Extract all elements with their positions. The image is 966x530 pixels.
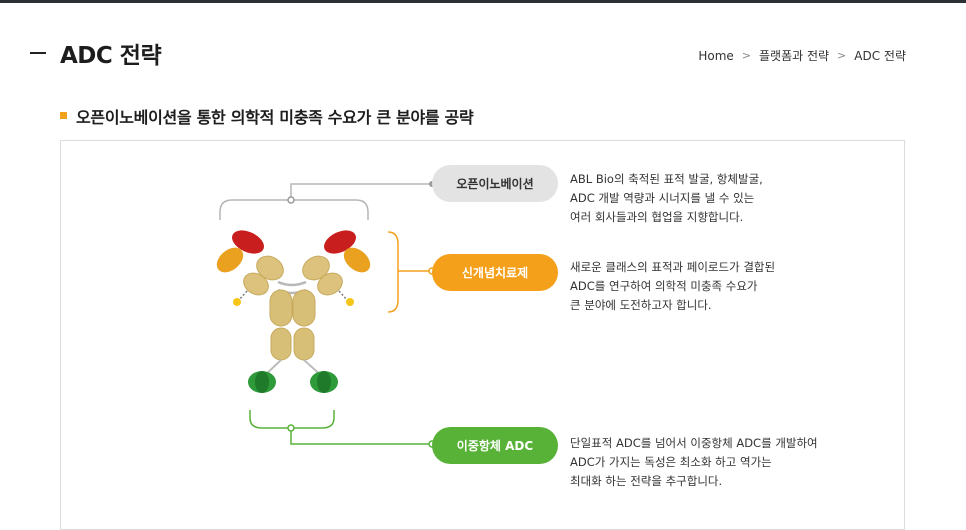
description-line: 여러 회사들과의 협업을 지향합니다. <box>570 210 744 224</box>
bispecific-adc-description: 단일표적 ADC를 넘어서 이중항체 ADC를 개발하여 ADC가 가지는 독성… <box>570 434 818 491</box>
bispecific-adc-pill: 이중항체 ADC <box>432 427 558 464</box>
square-bullet-icon <box>60 112 67 119</box>
green-bracket <box>249 410 432 445</box>
page-title: ADC 전략 <box>60 43 162 69</box>
description-line: 새로운 클래스의 표적과 페이로드가 결합된 <box>570 260 776 274</box>
open-innovation-pill: 오픈이노베이션 <box>432 165 558 202</box>
description-line: ADC 개발 역량과 시너지를 낼 수 있는 <box>570 191 755 205</box>
gray-bracket <box>219 183 432 220</box>
breadcrumb-current: ADC 전략 <box>854 49 906 63</box>
antibody-diagram <box>216 181 436 448</box>
antibody-shape <box>216 230 371 393</box>
new-concept-therapy-pill: 신개념치료제 <box>432 254 558 291</box>
strategy-panel <box>60 140 905 530</box>
breadcrumb-home-link[interactable]: Home <box>698 48 734 63</box>
chevron-right-icon: > <box>741 49 751 62</box>
description-line: ABL Bio의 축적된 표적 발굴, 항체발굴, <box>570 172 763 186</box>
description-line: ADC가 가지는 독성은 최소화 하고 역가는 <box>570 455 772 469</box>
new-concept-therapy-description: 새로운 클래스의 표적과 페이로드가 결합된 ADC를 연구하여 의학적 미충족… <box>570 258 775 315</box>
description-line: 단일표적 ADC를 넘어서 이중항체 ADC를 개발하여 <box>570 436 818 450</box>
section-subheading: 오픈이노베이션을 통한 의학적 미충족 수요가 큰 분야를 공략 <box>76 108 474 127</box>
gray-node <box>287 196 295 204</box>
description-line: ADC를 연구하여 의학적 미충족 수요가 <box>570 279 758 293</box>
title-dash <box>30 52 46 54</box>
orange-bracket <box>387 231 432 313</box>
breadcrumb: Home > 플랫폼과 전략 > ADC 전략 <box>698 47 906 64</box>
green-node <box>287 424 295 432</box>
top-strip <box>0 0 966 3</box>
description-line: 큰 분야에 도전하고자 합니다. <box>570 298 712 312</box>
open-innovation-description: ABL Bio의 축적된 표적 발굴, 항체발굴, ADC 개발 역량과 시너지… <box>570 170 763 227</box>
description-line: 최대화 하는 전략을 추구합니다. <box>570 474 723 488</box>
breadcrumb-platform-link[interactable]: 플랫폼과 전략 <box>758 49 830 63</box>
chevron-right-icon: > <box>837 49 847 62</box>
